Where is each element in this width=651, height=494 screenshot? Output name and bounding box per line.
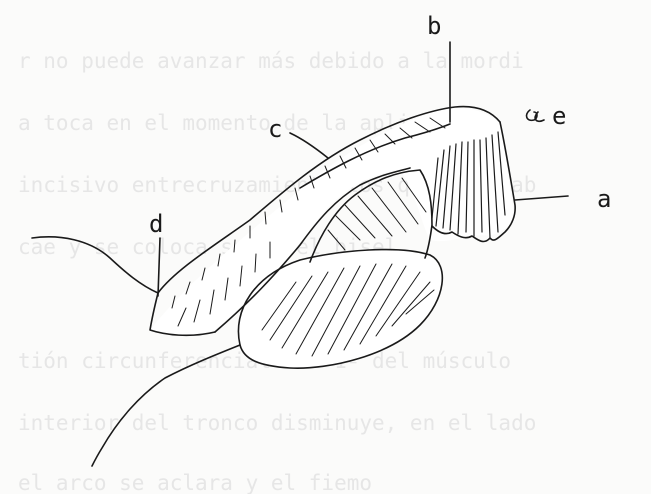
label-e: e bbox=[552, 104, 566, 128]
label-b: b bbox=[427, 14, 441, 38]
label-a: a bbox=[597, 187, 611, 211]
label-d: d bbox=[149, 212, 163, 236]
leader-line-a bbox=[515, 196, 568, 200]
label-c: c bbox=[268, 117, 282, 141]
e-scribble bbox=[527, 110, 544, 121]
left-contour-line bbox=[32, 237, 158, 293]
lower-contour-line bbox=[92, 345, 240, 466]
leader-line-c bbox=[290, 133, 328, 158]
leader-line-d bbox=[158, 238, 160, 296]
